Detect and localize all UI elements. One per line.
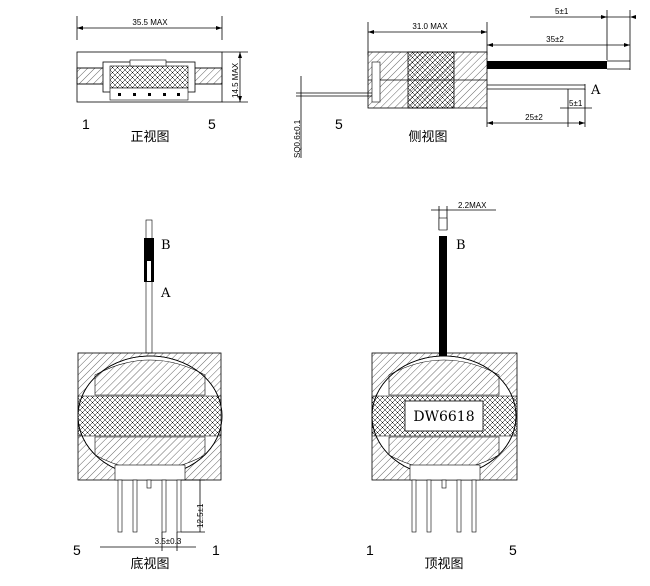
side-pin-dia: SQ0.6±0.1: [293, 119, 302, 158]
top-pin-right: 5: [509, 542, 517, 558]
bottom-view: B A 12.5±1 3.5±0.3 5 1 底视图: [73, 219, 223, 572]
top-view-caption: 顶视图: [424, 557, 463, 572]
bottom-pin-right: 1: [212, 542, 220, 558]
top-lead-dim: 2.2MAX: [458, 201, 487, 210]
lead-b-wire: [487, 61, 607, 69]
front-height-dim: 14.5 MAX: [231, 62, 240, 98]
front-view-caption: 正视图: [130, 130, 169, 145]
top-lead-b-label: B: [456, 238, 466, 253]
side-lead-dim-top: 5±1: [555, 7, 569, 16]
side-lead-dim-short: 5±1: [569, 99, 583, 108]
side-lead-dim-mid: 25±2: [525, 113, 543, 122]
side-view: 31.0 MAX SQ0.6±0.1 5 5±1 35±2: [293, 7, 636, 158]
front-width-dim: 35.5 MAX: [132, 18, 168, 27]
side-lead-a-label: A: [590, 83, 601, 98]
top-lead-b-wire: [439, 236, 447, 368]
bottom-lead-a-label: A: [160, 286, 171, 301]
side-view-caption: 侧视图: [408, 130, 447, 145]
top-view: 2.2MAX B DW6618 1 5 顶视图: [366, 201, 518, 572]
side-pin-label: 5: [335, 116, 343, 132]
bottom-view-caption: 底视图: [130, 556, 169, 572]
part-number: DW6618: [413, 409, 474, 425]
front-view: 35.5 MAX 14.5 MAX 1 5 正视图: [76, 16, 248, 145]
side-length-dim: 31.0 MAX: [412, 22, 448, 31]
top-pin-left: 1: [366, 542, 374, 558]
front-pin-left: 1: [82, 116, 90, 132]
side-lead-dim-long: 35±2: [546, 35, 564, 44]
part-label-box: [404, 400, 484, 432]
bottom-pin-len-dim: 12.5±1: [196, 503, 205, 528]
front-pin-right: 5: [208, 116, 216, 132]
bottom-pitch-dim: 3.5±0.3: [155, 537, 182, 546]
bottom-pin-left: 5: [73, 542, 81, 558]
bottom-lead-b-label: B: [161, 238, 171, 253]
